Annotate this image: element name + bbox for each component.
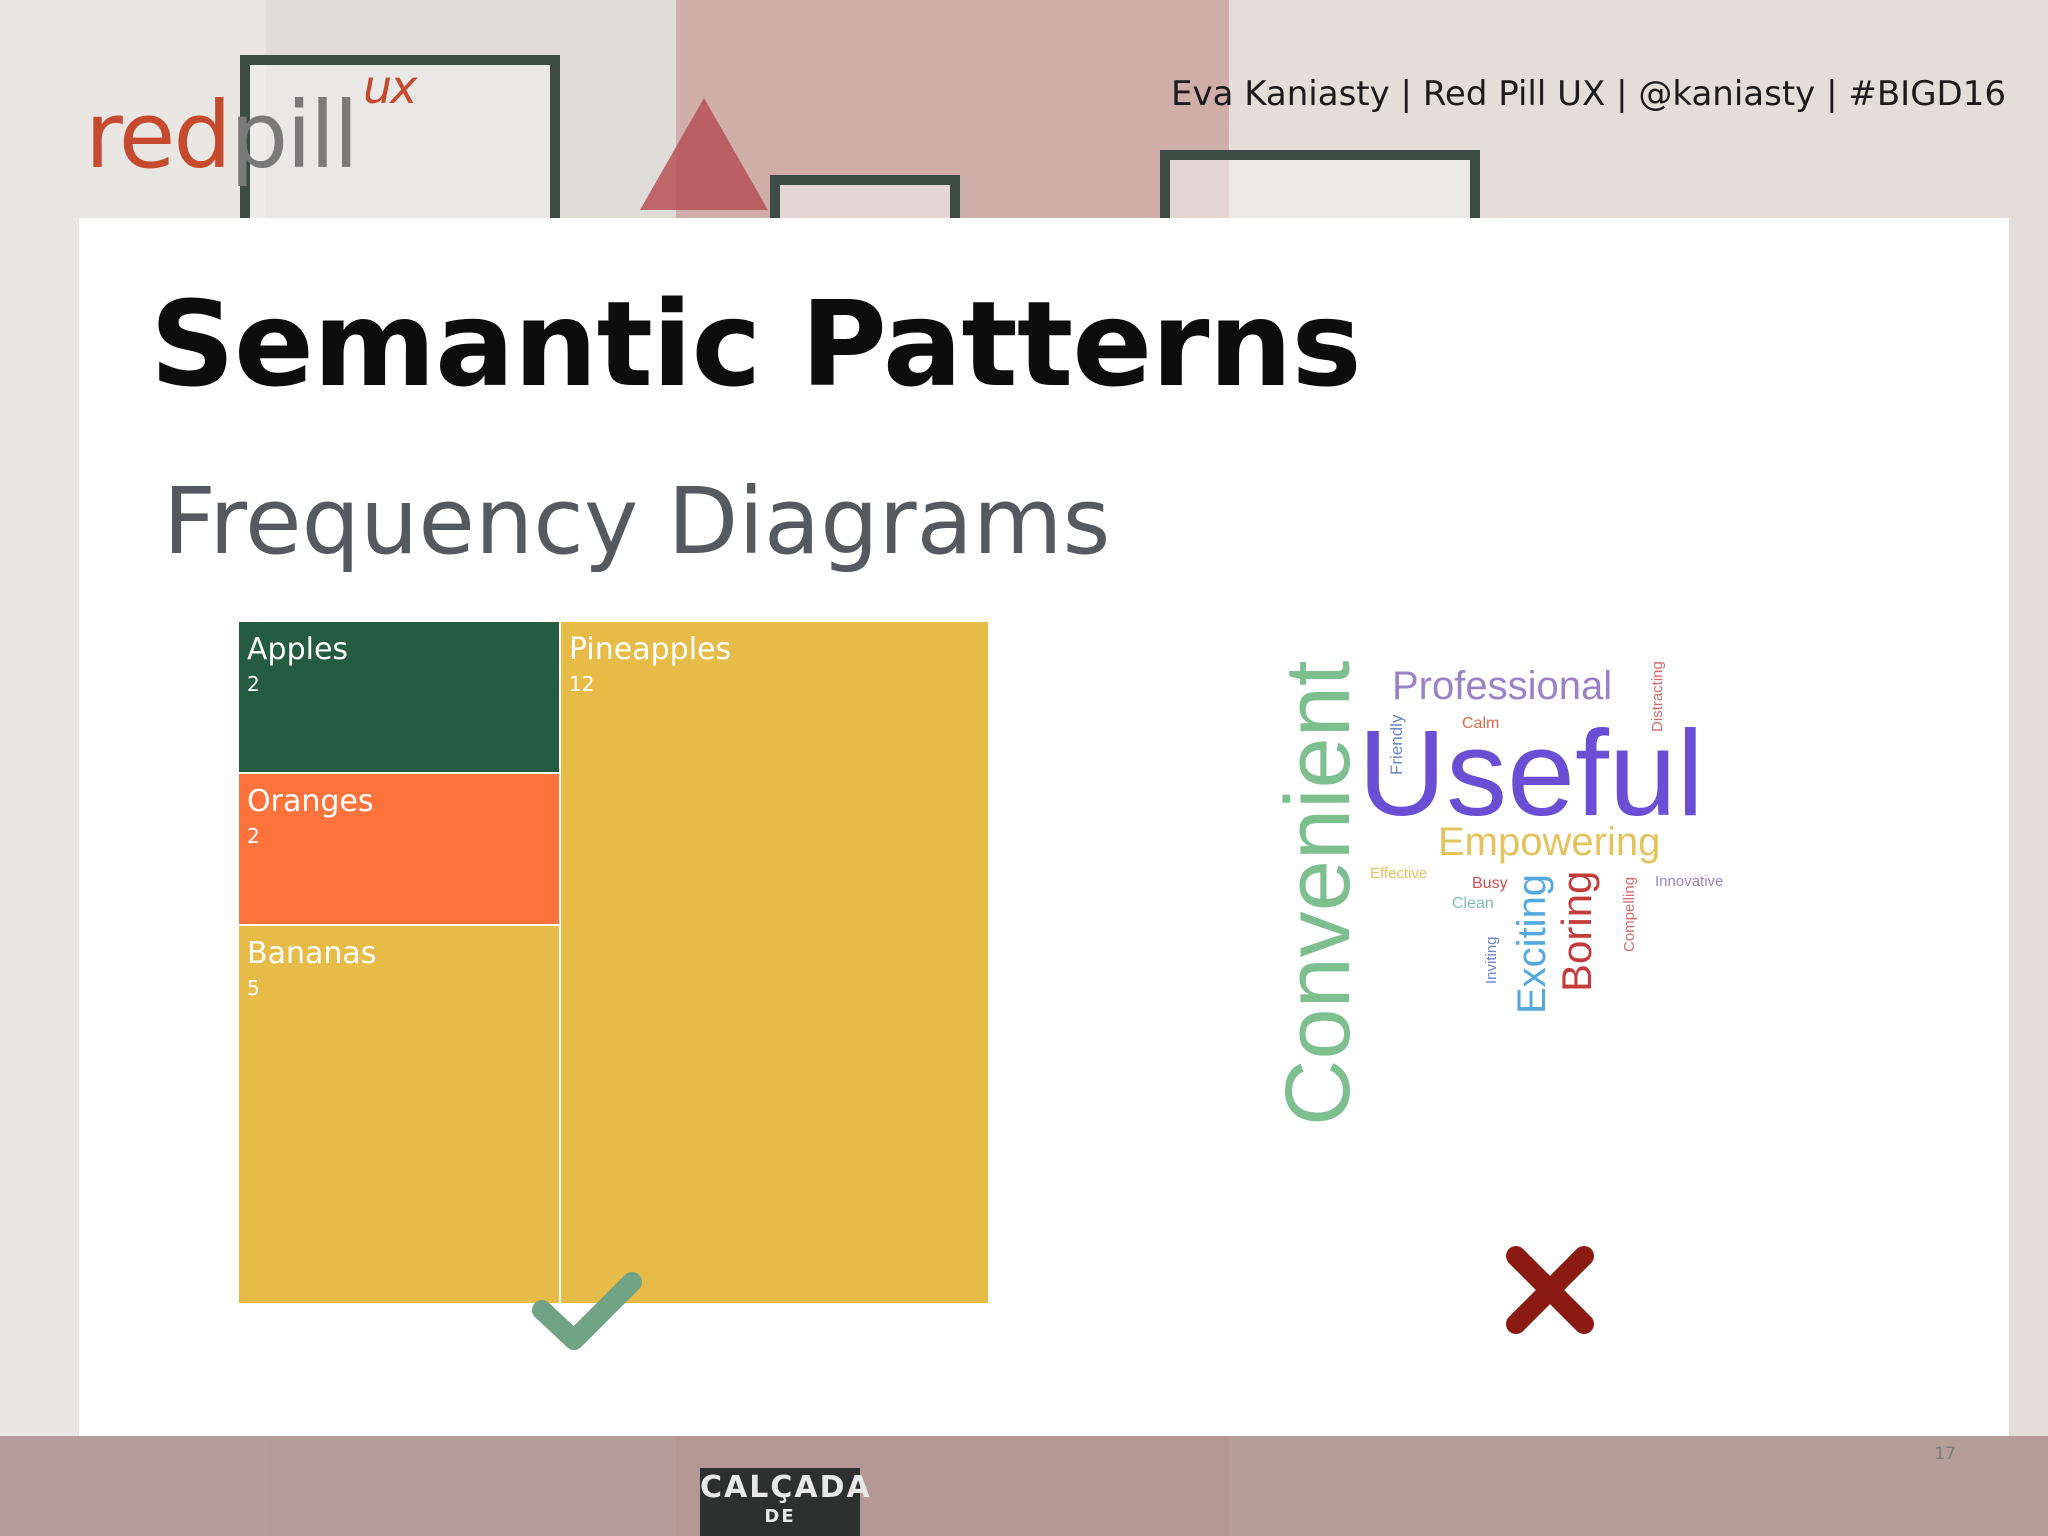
tile-label: Apples: [247, 632, 349, 667]
treemap-tile-pineapples: Pineapples 12: [561, 622, 988, 1303]
tile-label: Pineapples: [569, 632, 732, 667]
street-sign-line1: CALÇADA: [700, 1470, 872, 1505]
street-sign: CALÇADA DE: [700, 1468, 870, 1536]
word-cloud: Convenient Professional Useful Empowerin…: [1260, 620, 1760, 1140]
page-number: 17: [1934, 1444, 1956, 1464]
tile-label: Bananas: [247, 936, 377, 971]
word-effective: Effective: [1370, 865, 1428, 882]
word-inviting: Inviting: [1483, 936, 1500, 984]
background-street: [0, 1436, 2048, 1536]
tile-value: 12: [569, 672, 595, 696]
word-friendly: Friendly: [1387, 714, 1406, 775]
logo-part-pill: pill: [229, 82, 359, 189]
treemap: Apples 2 Oranges 2 Bananas 5 Pineapples …: [239, 622, 988, 1303]
word-distracting: Distracting: [1649, 661, 1666, 732]
street-sign-line2: DE: [764, 1506, 796, 1527]
tile-label: Oranges: [247, 784, 374, 819]
word-useful: Useful: [1358, 705, 1704, 841]
tile-value: 2: [247, 672, 260, 696]
word-clean: Clean: [1452, 895, 1494, 912]
treemap-tile-bananas: Bananas 5: [239, 926, 559, 1303]
word-compelling: Compelling: [1621, 876, 1638, 952]
check-icon: [532, 1272, 642, 1350]
redpill-logo: redpill ux: [85, 60, 417, 189]
slide-subtitle: Frequency Diagrams: [163, 468, 1111, 575]
treemap-tile-apples: Apples 2: [239, 622, 559, 772]
word-boring: Boring: [1553, 870, 1600, 992]
cross-icon: [1506, 1246, 1594, 1334]
tile-value: 5: [247, 976, 260, 1000]
background-road-sign: [640, 98, 768, 210]
treemap-tile-oranges: Oranges 2: [239, 774, 559, 924]
byline: Eva Kaniasty | Red Pill UX | @kaniasty |…: [1170, 74, 2006, 114]
word-convenient: Convenient: [1267, 660, 1369, 1126]
slide-title: Semantic Patterns: [150, 275, 1362, 413]
word-calm: Calm: [1462, 715, 1500, 732]
word-professional: Professional: [1392, 664, 1613, 708]
word-exciting: Exciting: [1510, 873, 1554, 1014]
word-innovative: Innovative: [1655, 873, 1724, 890]
tile-value: 2: [247, 824, 260, 848]
word-busy: Busy: [1472, 875, 1508, 892]
word-empowering: Empowering: [1438, 820, 1661, 864]
logo-superscript: ux: [363, 60, 417, 114]
logo-part-red: red: [85, 82, 232, 189]
